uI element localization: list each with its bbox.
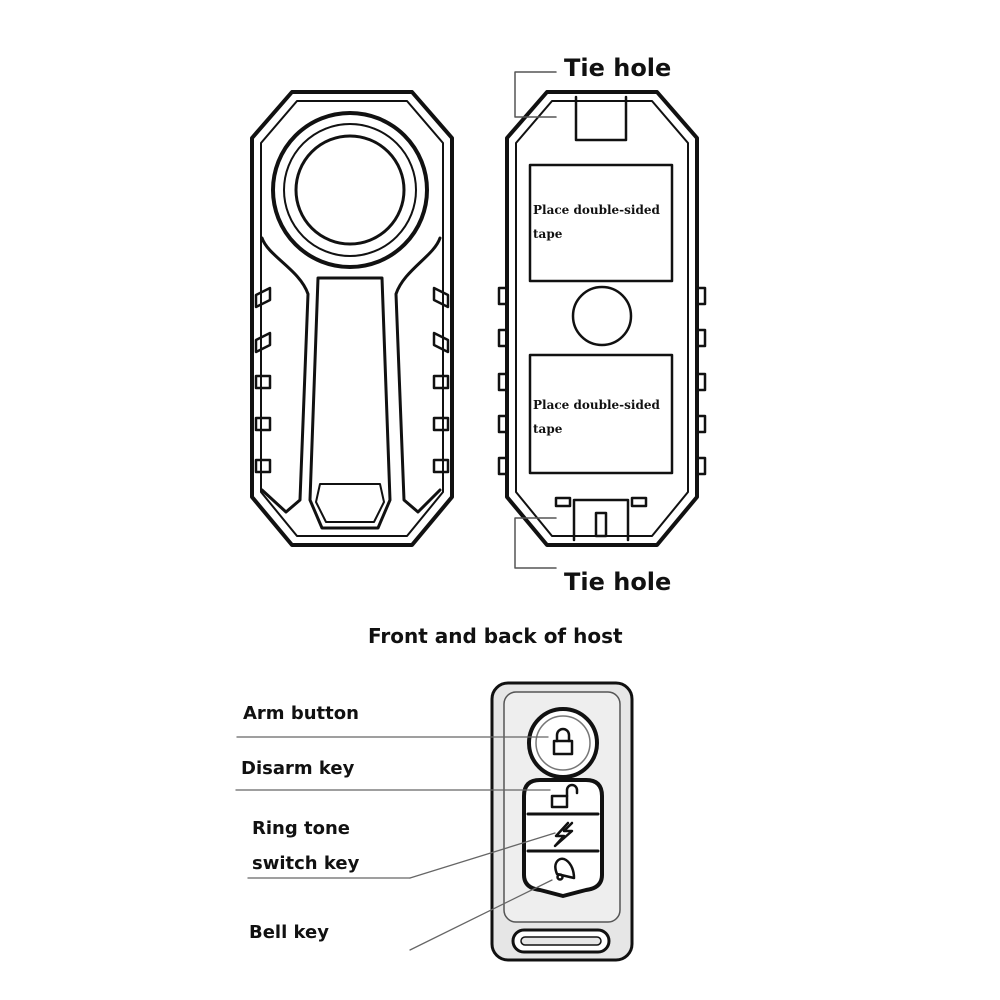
back-center-button [571,285,633,347]
tie-hole-bottom-leader [514,517,557,569]
siren-speaker-ring [283,123,417,257]
tape-area-upper [528,163,674,283]
host-back-left-vents [497,286,509,476]
tie-hole-top [574,95,628,142]
host-back-outer-shell [505,90,699,547]
host-caption: Front and back of host [368,624,623,648]
tie-hole-bottom-label: Tie hole [564,568,672,596]
siren-speaker-outer-ring [271,111,429,269]
lock-closed-icon [552,727,574,756]
host-front-left-panel [260,236,310,514]
host-front-left-vents [254,286,272,474]
tie-hole-bottom [554,496,648,542]
remote-leader-lines [235,736,556,951]
tape-area-lower [528,353,674,475]
host-front-right-vents [432,286,450,474]
lightning-icon [553,821,574,848]
siren-speaker [294,134,406,246]
ringtone-key-label-line2: switch key [252,853,360,874]
tie-hole-top-leader [514,71,557,118]
host-back-right-vents [695,286,707,476]
arm-button[interactable] [527,707,599,779]
tie-hole-top-label: Tie hole [564,54,672,82]
disarm-key-label: Disarm key [241,758,355,779]
bell-icon [554,857,576,881]
host-back [497,90,707,547]
host-front [250,90,454,547]
arm-button-label: Arm button [243,703,359,724]
host-back-inner-shell [515,100,689,537]
lock-open-icon [550,783,579,809]
ringtone-key-label-line1: Ring tone [252,818,350,839]
tape-lower-label: Place double-sided tape [533,398,660,436]
tape-upper-label: Place double-sided tape [533,203,660,241]
remote-control [490,681,634,962]
host-front-outer-shell [250,90,454,547]
host-front-right-panel [394,236,442,514]
host-front-inner-shell [260,100,444,537]
bell-key-label: Bell key [249,922,329,943]
host-front-stem-inner [315,483,385,523]
host-front-center-stem [308,276,392,530]
